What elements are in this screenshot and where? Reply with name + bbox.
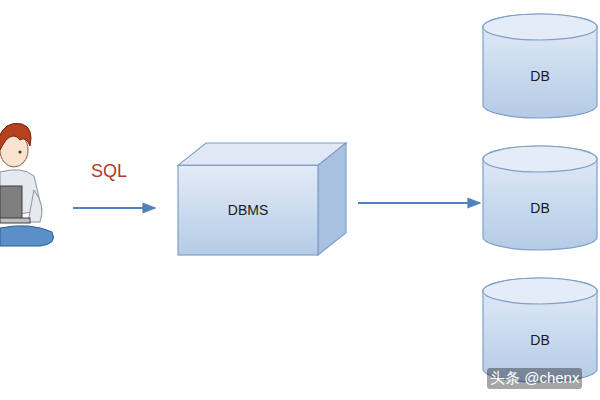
node-text: DB xyxy=(530,332,549,348)
sql-arrow xyxy=(73,207,155,209)
database-cylinder: DB xyxy=(483,278,597,382)
cylinder-outline xyxy=(483,278,597,382)
connector-arrow xyxy=(358,202,480,204)
dbms-box: DBMS xyxy=(178,143,346,255)
database-cylinder: DB xyxy=(483,14,597,118)
box-outline xyxy=(178,143,346,255)
node-text: DBMS xyxy=(228,202,268,218)
node-text: DB xyxy=(530,68,549,84)
database-cylinder: DB xyxy=(483,146,597,250)
cylinder-outline xyxy=(483,146,597,250)
person-figure xyxy=(0,123,54,246)
node-text: DB xyxy=(530,200,549,216)
cylinder-outline xyxy=(483,14,597,118)
sql-label: SQL xyxy=(88,160,130,183)
watermark: 头条 @chenx xyxy=(487,368,582,389)
